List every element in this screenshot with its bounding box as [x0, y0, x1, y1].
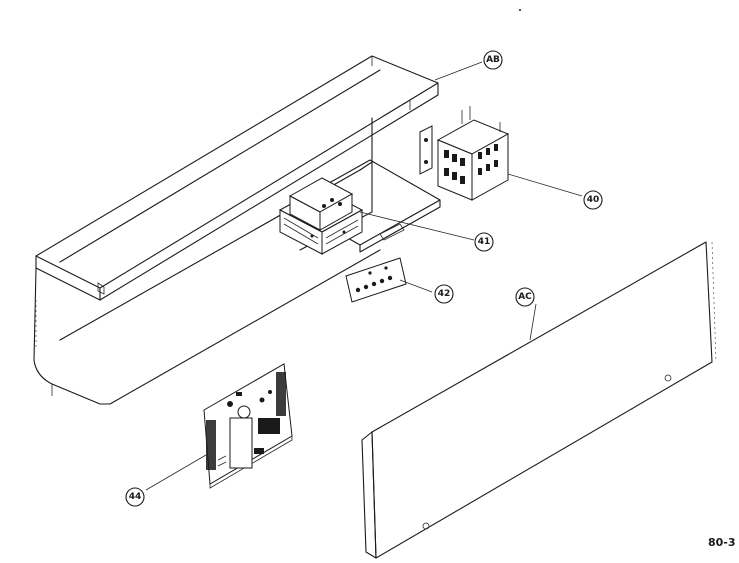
- stray-mark: [519, 9, 521, 11]
- callout-ac: AC: [515, 287, 535, 307]
- callout-ab: AB: [483, 50, 503, 70]
- top-cover-panel: [35, 55, 439, 301]
- drawing-code: 80-3: [708, 536, 736, 549]
- main-housing: [33, 117, 381, 405]
- callout-44: 44: [125, 487, 145, 507]
- svg-text:42: 42: [438, 289, 451, 299]
- terminal-strip: [345, 257, 407, 303]
- callout-42: 42: [434, 284, 454, 304]
- svg-text:40: 40: [587, 195, 600, 205]
- control-board: [203, 363, 293, 489]
- leader-lines: [145, 61, 583, 491]
- svg-text:44: 44: [129, 492, 142, 502]
- svg-text:41: 41: [478, 237, 491, 247]
- callout-41: 41: [474, 232, 494, 252]
- svg-text:AC: AC: [518, 292, 532, 302]
- contactor-relay: [419, 106, 510, 201]
- transformer: [278, 177, 364, 255]
- callout-40: 40: [583, 190, 603, 210]
- svg-text:AB: AB: [486, 55, 500, 65]
- front-panel: [361, 241, 717, 559]
